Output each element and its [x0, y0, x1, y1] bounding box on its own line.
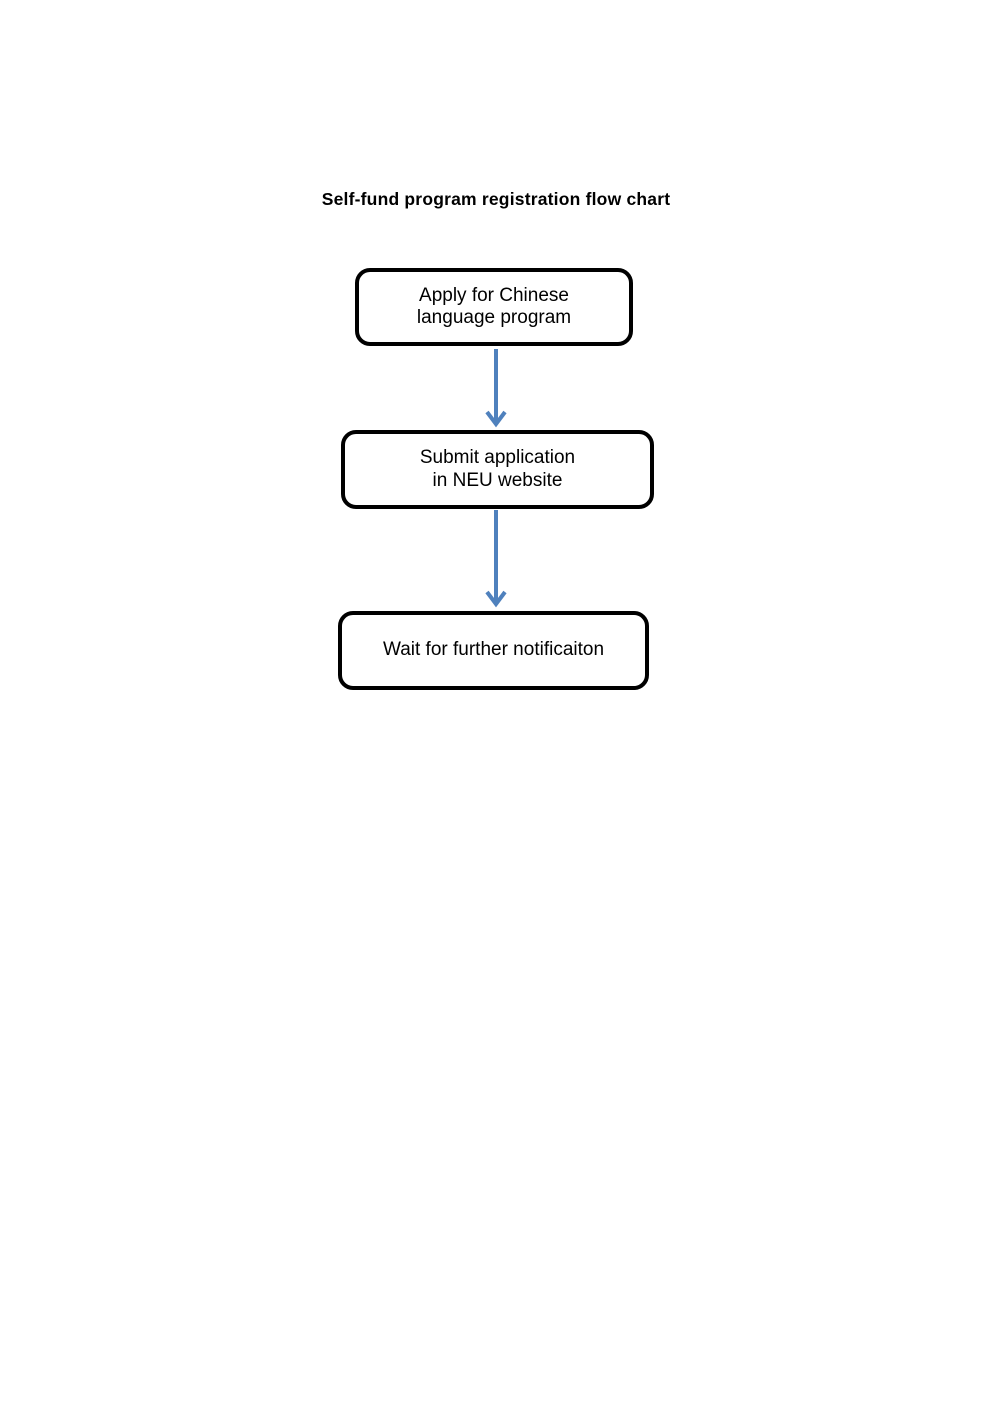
flow-step-submit: Submit application in NEU website: [341, 430, 654, 509]
flow-step-submit-line-1: Submit application: [419, 447, 576, 469]
page-title: Self-fund program registration flow char…: [321, 189, 671, 209]
arrow-head-down-icon: [485, 410, 507, 428]
flow-step-apply-line-1: Apply for Chinese: [419, 284, 569, 306]
arrow-head-down-icon: [485, 590, 507, 608]
flow-step-wait-line-1: Wait for further notificaiton: [382, 639, 605, 661]
flow-step-wait: Wait for further notificaiton: [338, 611, 649, 690]
flow-arrow-apply-to-submit: [485, 349, 507, 428]
flow-step-submit-line-2: in NEU website: [432, 469, 563, 491]
flow-arrow-submit-to-wait: [485, 510, 507, 608]
flow-step-apply: Apply for Chinese language program: [355, 268, 633, 346]
flow-step-apply-line-2: language program: [416, 307, 572, 328]
